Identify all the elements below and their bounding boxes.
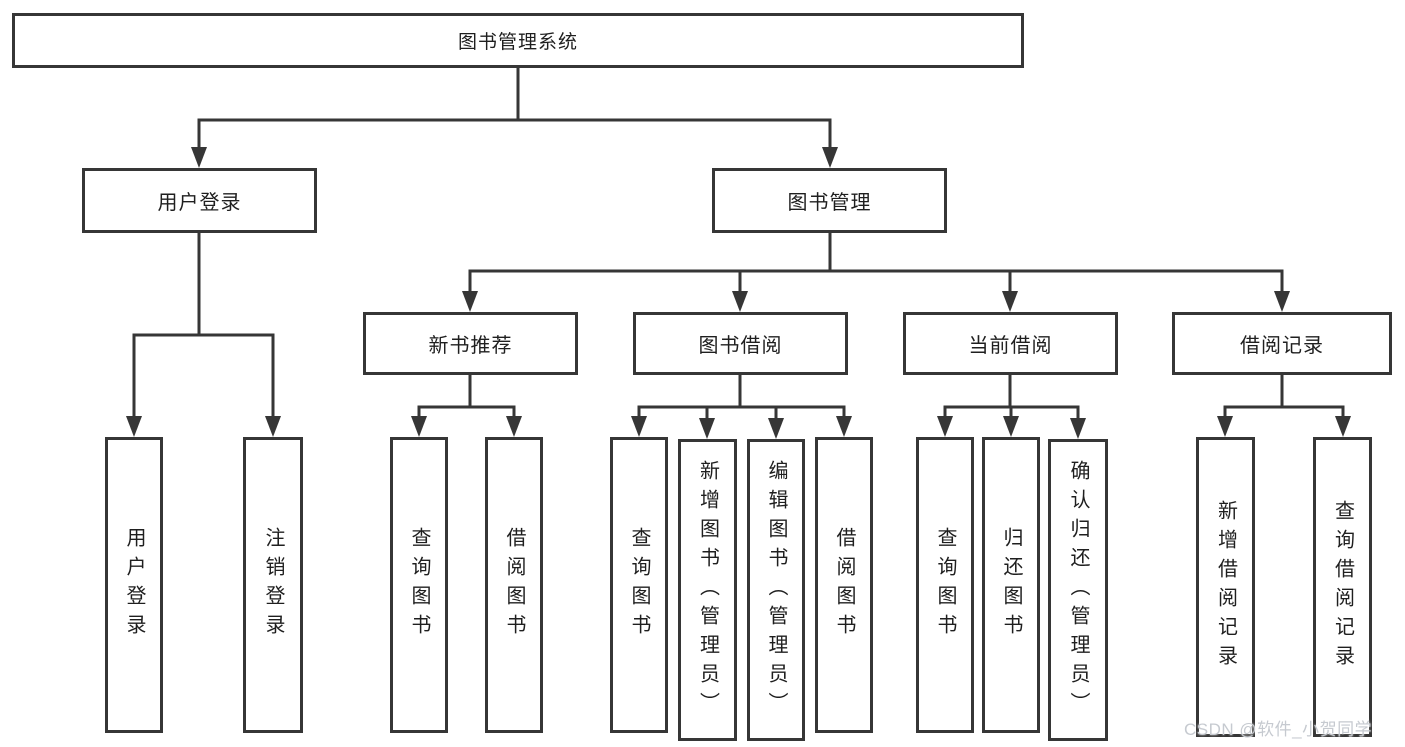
node-leaf-return-books-label: 归还图书 [1000,527,1022,643]
node-leaf-borrow-books-1-label: 借阅图书 [503,527,525,643]
node-leaf-query-books-1: 查询图书 [390,437,448,733]
node-leaf-query-books-3: 查询图书 [916,437,974,733]
node-leaf-user-login-label: 用户登录 [123,527,145,643]
node-new-book-recommendation: 新书推荐 [363,312,578,375]
node-borrowing-records: 借阅记录 [1172,312,1392,375]
node-user-login-label: 用户登录 [157,192,242,214]
node-leaf-query-borrow-record-label: 查询借阅记录 [1331,500,1354,674]
node-leaf-query-books-2-label: 查询图书 [628,527,650,643]
node-book-management-label: 图书管理 [787,192,872,214]
node-book-management: 图书管理 [712,168,947,233]
node-leaf-query-books-3-label: 查询图书 [934,527,956,643]
node-leaf-edit-books-admin: 编辑图书（管理员） [747,439,805,741]
node-leaf-confirm-return-admin-label: 确认归还（管理员） [1067,459,1089,721]
node-leaf-logout: 注销登录 [243,437,303,733]
node-user-login: 用户登录 [82,168,317,233]
node-leaf-borrow-books-1: 借阅图书 [485,437,543,733]
node-leaf-borrow-books-2-label: 借阅图书 [833,527,855,643]
node-leaf-logout-label: 注销登录 [262,527,284,643]
node-new-book-recommendation-label: 新书推荐 [428,335,513,357]
node-current-borrowing-label: 当前借阅 [968,335,1053,357]
node-leaf-add-borrow-record: 新增借阅记录 [1196,437,1255,737]
node-leaf-return-books: 归还图书 [982,437,1040,733]
node-leaf-query-books-1-label: 查询图书 [408,527,430,643]
node-leaf-add-books-admin-label: 新增图书（管理员） [696,459,719,721]
node-leaf-edit-books-admin-label: 编辑图书（管理员） [765,459,787,721]
node-leaf-add-borrow-record-label: 新增借阅记录 [1214,500,1237,674]
node-leaf-confirm-return-admin: 确认归还（管理员） [1048,439,1108,741]
node-leaf-query-borrow-record: 查询借阅记录 [1313,437,1372,737]
node-root: 图书管理系统 [12,13,1024,68]
node-leaf-borrow-books-2: 借阅图书 [815,437,873,733]
node-current-borrowing: 当前借阅 [903,312,1118,375]
node-book-borrowing-label: 图书借阅 [698,335,783,357]
node-leaf-query-books-2: 查询图书 [610,437,668,733]
node-borrowing-records-label: 借阅记录 [1240,335,1324,357]
node-root-label: 图书管理系统 [457,32,578,53]
node-book-borrowing: 图书借阅 [633,312,848,375]
node-leaf-add-books-admin: 新增图书（管理员） [678,439,737,741]
node-leaf-user-login: 用户登录 [105,437,163,733]
csdn-watermark: CSDN @软件_小贺同学 [1184,720,1373,739]
